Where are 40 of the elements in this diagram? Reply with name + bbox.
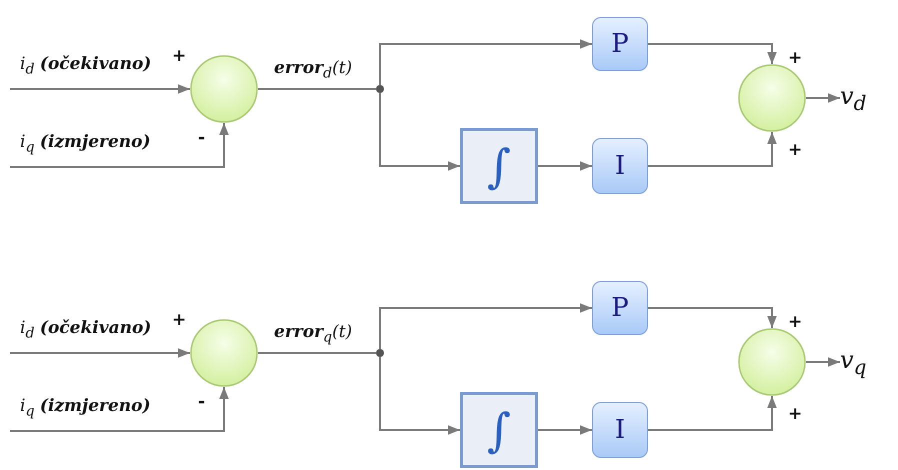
arrow [10, 387, 229, 432]
gain-block: P [592, 281, 648, 335]
edge-label: error$_{q}$(t) [274, 322, 352, 346]
edge-label: i$_{d}$ (očekivano) [20, 318, 152, 342]
connector-line [258, 88, 376, 90]
integrator-block: ∫ [460, 392, 538, 468]
arrow [806, 357, 840, 367]
arrow [379, 39, 592, 85]
edge-label: error$_{d}$(t) [274, 58, 352, 82]
arrow [538, 161, 592, 171]
sign-label: + [172, 46, 186, 66]
arrow [10, 84, 190, 94]
arrow [538, 425, 592, 435]
sign-label: - [198, 392, 206, 412]
arrow [379, 357, 460, 435]
gain-block: I [592, 402, 648, 458]
sign-label: + [788, 404, 802, 424]
arrow [379, 93, 460, 171]
sign-label: + [788, 140, 802, 160]
edge-label: i$_{q}$ (izmjereno) [20, 132, 151, 156]
gain-block: I [592, 138, 648, 194]
arrow [10, 123, 229, 168]
arrow [806, 93, 840, 103]
arrow [648, 307, 777, 328]
connector-line [258, 352, 376, 354]
arrow [648, 396, 777, 431]
arrow [648, 43, 777, 64]
sign-label: - [198, 128, 206, 148]
arrow [379, 303, 592, 349]
arrow [648, 132, 777, 167]
sign-label: + [788, 312, 802, 332]
arrow [10, 348, 190, 358]
sign-label: + [172, 310, 186, 330]
sign-label: + [788, 48, 802, 68]
integrator-block: ∫ [460, 128, 538, 204]
edge-label: i$_{d}$ (očekivano) [20, 54, 152, 78]
edge-label: i$_{q}$ (izmjereno) [20, 396, 151, 420]
output-label: v$_{q}$ [840, 346, 866, 378]
gain-block: P [592, 17, 648, 71]
output-label: v$_{d}$ [840, 82, 866, 114]
